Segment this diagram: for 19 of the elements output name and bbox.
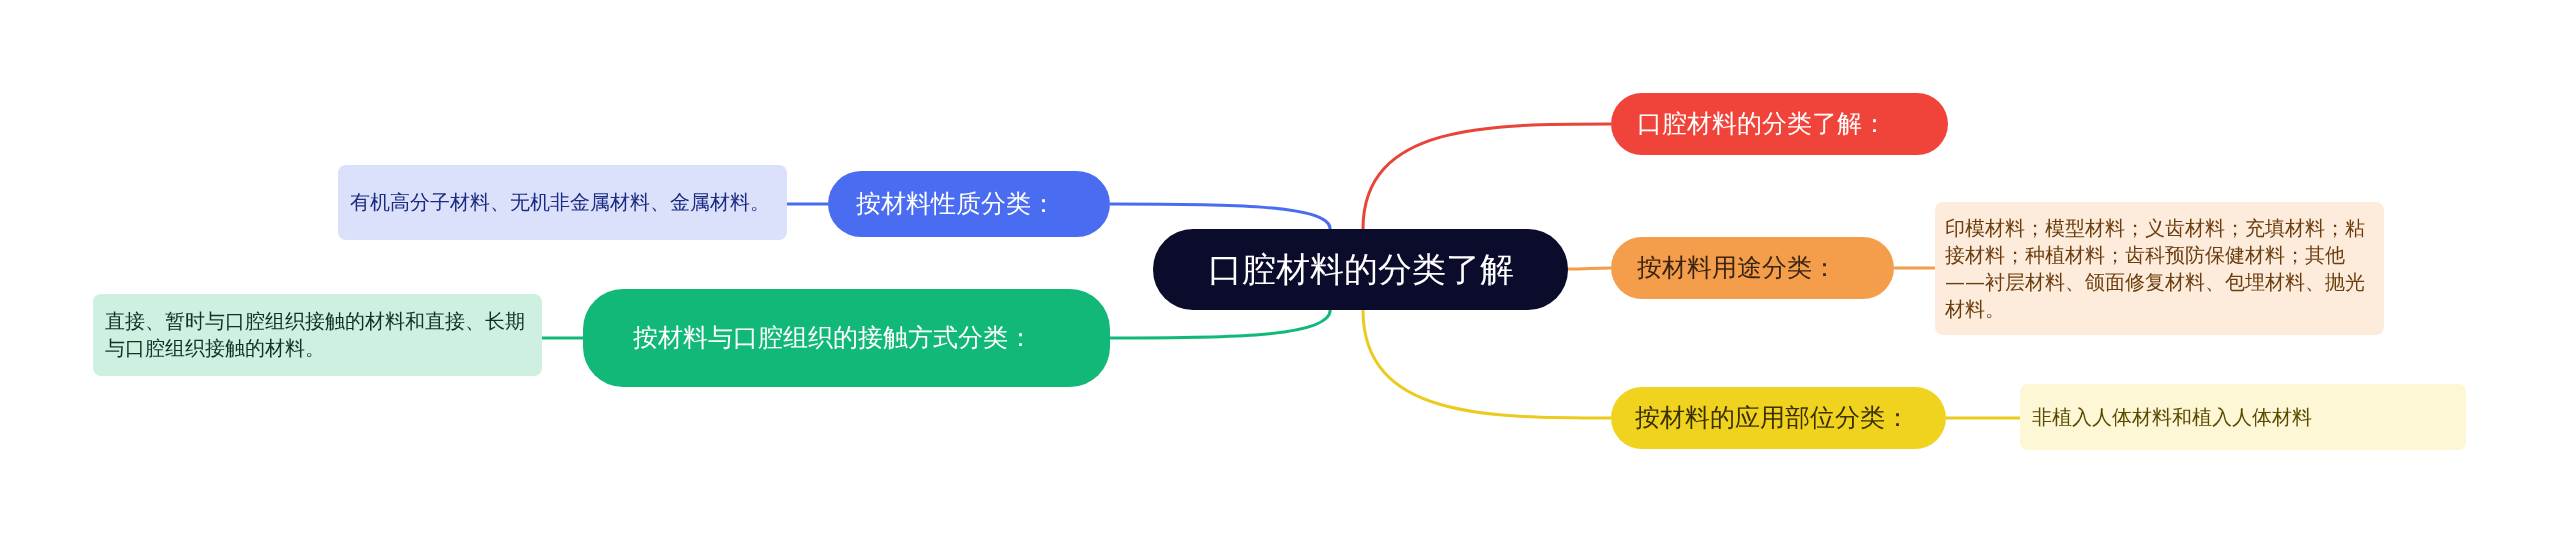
detail-box: 非植入人体材料和植入人体材料 [2020,384,2466,450]
detail-box: 印模材料；模型材料；义齿材料；充填材料；粘接材料；种植材料；齿科预防保健材料；其他——衬层材料、颌面修复材料、包埋材料、抛光材料。 [1935,202,2384,335]
connector-line [1110,309,1332,340]
connector-line [1361,309,1611,420]
topic-box: 按材料性质分类： [828,171,1110,237]
connector-line [1894,266,1935,270]
detail-box: 直接、暂时与口腔组织接触的材料和直接、长期与口腔组织接触的材料。 [93,294,542,376]
connector-line [542,336,583,340]
connector-line [1361,122,1611,230]
topic-box: 口腔材料的分类了解： [1611,93,1948,155]
connector-line [1946,416,2020,420]
connector-line [1568,266,1611,271]
connector-line [787,202,828,206]
detail-box: 有机高分子材料、无机非金属材料、金属材料。 [338,165,787,240]
central-topic: 口腔材料的分类了解 [1153,229,1568,310]
topic-box: 按材料与口腔组织的接触方式分类： [583,289,1110,387]
topic-box: 按材料的应用部位分类： [1611,387,1946,449]
connector-line [1110,202,1332,230]
topic-box: 按材料用途分类： [1611,237,1894,299]
